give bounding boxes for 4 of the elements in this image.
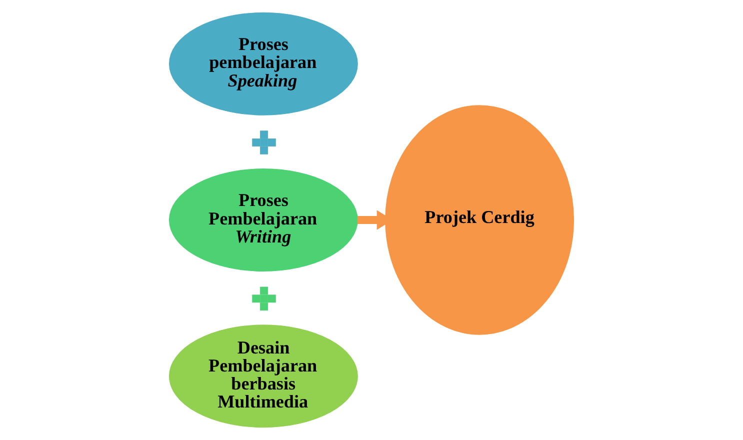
node-ellipse: Desain Pembelajaran berbasis Multimedia (168, 324, 358, 428)
node-ellipse: Proses pembelajaran Speaking (168, 12, 358, 116)
node-ellipse: Proses Pembelajaran Writing (168, 168, 358, 272)
node-ellipse: Projek Cerdig (385, 105, 574, 335)
